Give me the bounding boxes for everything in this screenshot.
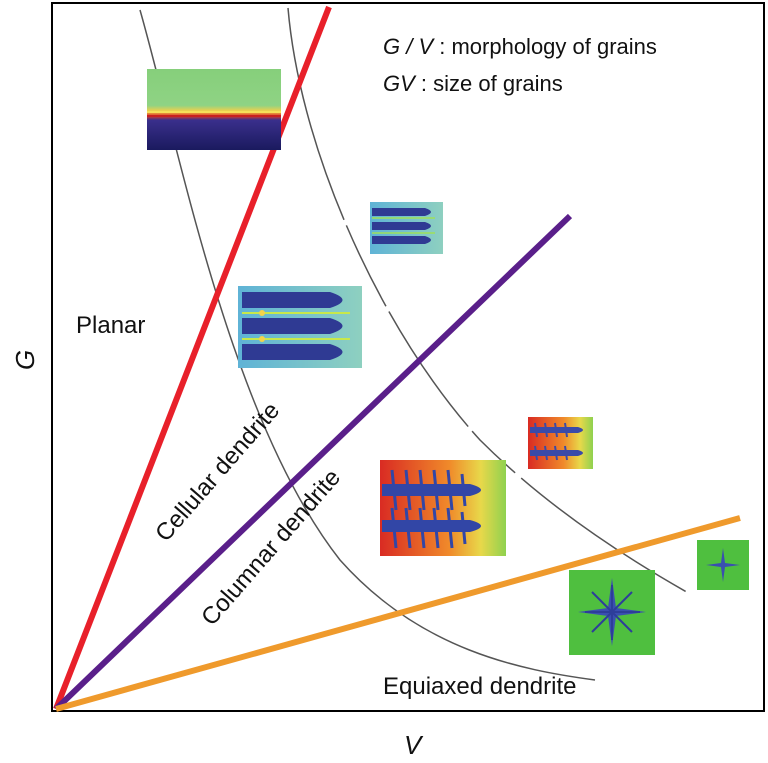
cellular-small-inset (370, 202, 443, 254)
x-axis-label: V (404, 730, 424, 760)
equiaxed-region-label: Equiaxed dendrite (383, 673, 576, 700)
equiaxed-small-inset (697, 540, 749, 590)
equiaxed-boundary-line (55, 515, 741, 712)
planar-front-inset (147, 69, 281, 150)
legend-line-1: G / V : morphology of grains (383, 34, 657, 59)
columnar-boundary-line (53, 213, 573, 712)
columnar-large-inset (380, 460, 506, 556)
columnar-small-inset (528, 417, 593, 469)
planar-region-label: Planar (76, 312, 145, 339)
legend-line-2: GV : size of grains (383, 71, 563, 96)
plot-frame (51, 2, 765, 712)
y-axis-label: G (10, 350, 40, 370)
equiaxed-large-inset (569, 570, 655, 655)
planar-boundary-line (53, 5, 332, 711)
cellular-large-inset (238, 286, 362, 368)
